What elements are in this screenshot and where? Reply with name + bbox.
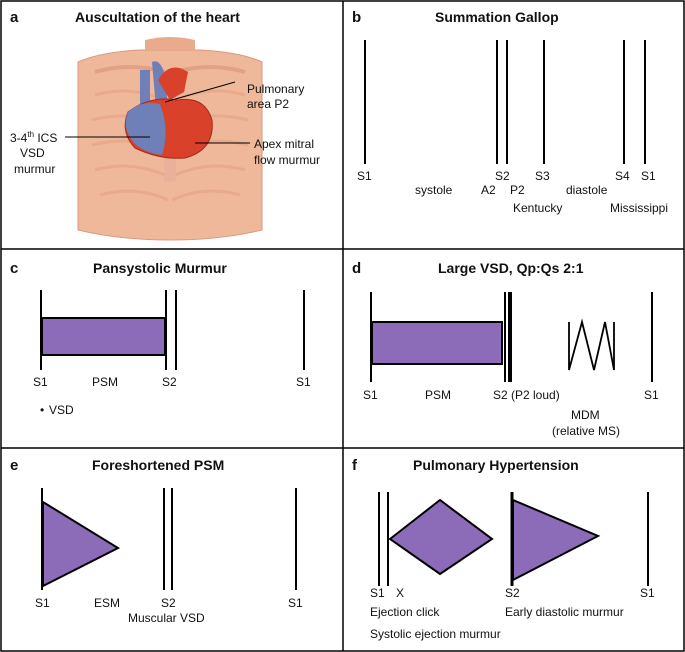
early-diastolic-murmur-triangle xyxy=(512,498,601,582)
label-s1-right: S1 xyxy=(644,388,659,402)
panel-letter-d: d xyxy=(352,260,361,277)
panel-letter-c: c xyxy=(10,260,18,277)
label-s1-left: S1 xyxy=(357,169,372,183)
label-mississippi: Mississippi xyxy=(610,201,668,215)
panel-c-title: Pansystolic Murmur xyxy=(93,260,227,276)
panel-letter-b: b xyxy=(352,9,361,26)
aortic-arch xyxy=(158,67,188,100)
label-systole: systole xyxy=(415,183,453,197)
label-kentucky: Kentucky xyxy=(513,201,562,215)
right-heart xyxy=(125,103,166,155)
label-s4: S4 xyxy=(615,169,630,183)
label-psm: PSM xyxy=(92,375,118,389)
panel-e-title: Foreshortened PSM xyxy=(92,457,224,473)
panel-letter-a: a xyxy=(10,9,19,26)
label-x: X xyxy=(396,586,404,600)
pulmonary-label-line2: area P2 xyxy=(247,97,289,111)
panel-letter-f: f xyxy=(352,457,358,474)
apex-label-line2: flow murmur xyxy=(254,153,320,167)
mdm-zigzag xyxy=(568,318,615,371)
label-early-diastolic-murmur: Early diastolic murmur xyxy=(505,605,624,619)
neck-shape xyxy=(145,37,195,50)
panel-e: e Foreshortened PSM S1 ESM S2 Muscular V… xyxy=(10,457,303,625)
panel-b: b Summation Gallop S1 systole A2 S2 P2 S… xyxy=(352,9,668,215)
label-p2: P2 xyxy=(510,183,525,197)
label-s1-right: S1 xyxy=(288,596,303,610)
panel-d: d Large VSD, Qp:Qs 2:1 S1 PSM S2 (P2 lou… xyxy=(352,260,659,438)
label-diastole: diastole xyxy=(566,183,608,197)
label-a2: A2 xyxy=(481,183,496,197)
label-s1-left: S1 xyxy=(35,596,50,610)
label-s1-left: S1 xyxy=(33,375,48,389)
label-s2: S2 xyxy=(161,596,176,610)
chest-illustration xyxy=(77,37,263,241)
ics-label-line1: 3-4th ICS xyxy=(10,130,57,145)
bullet-icon: • xyxy=(40,403,44,417)
label-relative-ms: (relative MS) xyxy=(552,424,620,438)
panel-c: c Pansystolic Murmur S1 PSM S2 S1 • VSD xyxy=(10,260,311,417)
panel-d-title: Large VSD, Qp:Qs 2:1 xyxy=(438,260,584,276)
psm-murmur-block xyxy=(41,317,166,356)
vena-cava xyxy=(140,70,150,110)
esm-murmur-triangle xyxy=(42,500,121,588)
psm-murmur-block xyxy=(371,321,503,365)
apex-label-line1: Apex mitral xyxy=(254,137,314,151)
panel-b-title: Summation Gallop xyxy=(435,9,559,25)
label-mdm: MDM xyxy=(571,408,600,422)
panel-a-title: Auscultation of the heart xyxy=(75,9,240,25)
pulmonary-leader xyxy=(164,81,236,103)
label-s3: S3 xyxy=(535,169,550,183)
label-muscular-vsd: Muscular VSD xyxy=(128,611,205,625)
label-s1-right: S1 xyxy=(641,169,656,183)
label-s1-right: S1 xyxy=(640,586,655,600)
panel-f: f Pulmonary Hypertension S1 X S2 S1 Ejec… xyxy=(352,457,655,641)
label-psm: PSM xyxy=(425,388,451,402)
label-s2: S2 xyxy=(505,586,520,600)
label-s2-p2-loud: S2 (P2 loud) xyxy=(493,388,560,402)
label-vsd: VSD xyxy=(49,403,74,417)
label-s1-left: S1 xyxy=(370,586,385,600)
label-s2: S2 xyxy=(495,169,510,183)
label-s1-right: S1 xyxy=(296,375,311,389)
label-esm: ESM xyxy=(94,596,120,610)
ics-label-line3: murmur xyxy=(14,162,55,176)
label-systolic-ejection-murmur: Systolic ejection murmur xyxy=(370,627,501,641)
panel-letter-e: e xyxy=(10,457,18,474)
ics-label-line2: VSD xyxy=(20,146,45,160)
panel-f-title: Pulmonary Hypertension xyxy=(413,457,579,473)
label-s1-left: S1 xyxy=(363,388,378,402)
systolic-ejection-murmur-diamond xyxy=(388,498,494,576)
panel-a: a Auscultation of the heart xyxy=(10,9,320,241)
pulmonary-label-line1: Pulmonary xyxy=(247,82,304,96)
label-s2: S2 xyxy=(162,375,177,389)
label-ejection-click: Ejection click xyxy=(370,605,440,619)
